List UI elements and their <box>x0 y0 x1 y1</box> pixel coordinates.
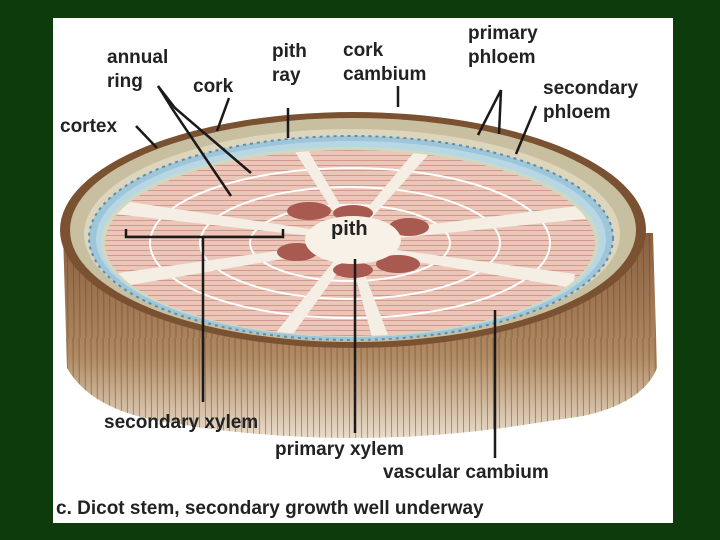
annual-ring-3 <box>249 204 451 282</box>
annual-ring-1 <box>149 167 551 319</box>
stem-cross-section <box>60 112 646 348</box>
label-annual-ring-line1: annual <box>107 47 168 68</box>
label-cork-cambium-line1: cork <box>343 40 384 61</box>
label-cork: cork <box>193 76 234 97</box>
leader-lines <box>124 85 538 458</box>
label-pith-ray-line2: ray <box>272 65 301 86</box>
stem-diagram: annual ring cork pith ray cork cambium p… <box>56 23 657 519</box>
diagram-panel: annual ring cork pith ray cork cambium p… <box>53 18 673 523</box>
label-pith-ray-line1: pith <box>272 41 307 62</box>
label-secondary-phloem-line2: phloem <box>543 102 611 123</box>
label-secondary-phloem-line1: secondary <box>543 78 638 99</box>
label-primary-xylem: primary xylem <box>275 439 404 460</box>
pith-core <box>305 216 401 264</box>
label-primary-phloem-line2: phloem <box>468 47 536 68</box>
label-cortex: cortex <box>60 116 117 137</box>
primary-xylem <box>277 202 429 278</box>
figure-caption: c. Dicot stem, secondary growth well und… <box>56 498 484 519</box>
label-annual-ring-line2: ring <box>107 71 143 92</box>
annual-ring-2 <box>199 186 501 300</box>
label-primary-phloem-line1: primary <box>468 23 538 44</box>
label-secondary-xylem: secondary xylem <box>104 412 258 433</box>
label-vascular-cambium: vascular cambium <box>383 462 549 483</box>
label-cork-cambium-line2: cambium <box>343 64 426 85</box>
label-pith: pith <box>331 218 368 240</box>
